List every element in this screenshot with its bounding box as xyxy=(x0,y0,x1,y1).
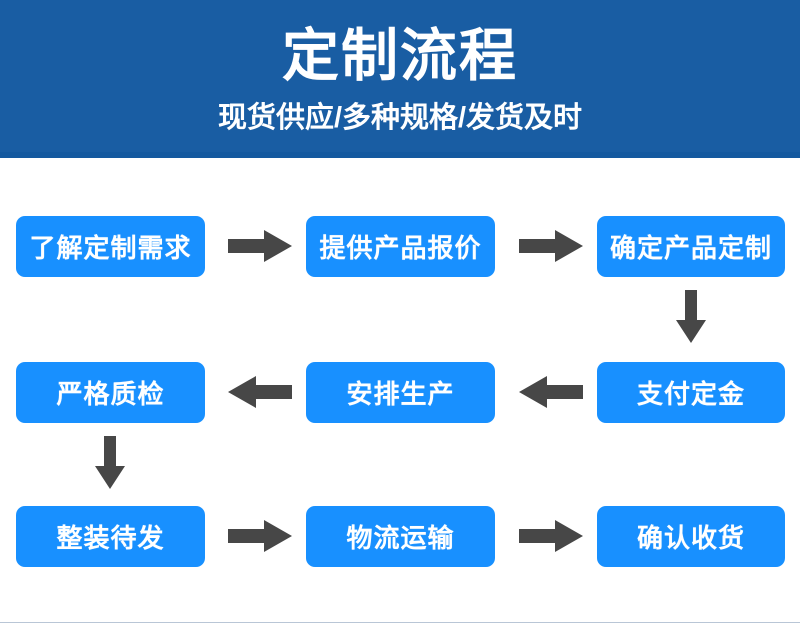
page-title: 定制流程 xyxy=(282,24,518,88)
arrow-left-icon xyxy=(515,374,587,410)
header-banner-underline xyxy=(0,152,800,158)
flow-node-logistics-transport[interactable]: 物流运输 xyxy=(306,506,495,567)
arrow-down-icon xyxy=(673,288,709,346)
header-banner: 定制流程 现货供应/多种规格/发货及时 xyxy=(0,0,800,158)
arrow-right-icon xyxy=(515,228,587,264)
flow-node-confirm-customization[interactable]: 确定产品定制 xyxy=(597,216,785,277)
flow-node-pay-deposit[interactable]: 支付定金 xyxy=(597,362,785,423)
arrow-right-icon xyxy=(224,228,296,264)
header-banner-fill xyxy=(0,0,800,152)
flow-node-arrange-production[interactable]: 安排生产 xyxy=(306,362,495,423)
flow-node-understand-requirements[interactable]: 了解定制需求 xyxy=(16,216,205,277)
arrow-down-icon xyxy=(92,434,128,492)
bottom-divider xyxy=(0,622,800,623)
page-subtitle: 现货供应/多种规格/发货及时 xyxy=(217,102,583,134)
arrow-right-icon xyxy=(515,518,587,554)
flow-node-provide-quotation[interactable]: 提供产品报价 xyxy=(306,216,495,277)
process-flow-diagram: 了解定制需求 提供产品报价 确定产品定制 严格质检 安排生产 xyxy=(0,158,800,626)
flow-node-strict-quality-inspection[interactable]: 严格质检 xyxy=(16,362,205,423)
flow-node-confirm-receipt[interactable]: 确认收货 xyxy=(597,506,785,567)
arrow-right-icon xyxy=(224,518,296,554)
arrow-left-icon xyxy=(224,374,296,410)
flow-node-ready-for-dispatch[interactable]: 整装待发 xyxy=(16,506,205,567)
